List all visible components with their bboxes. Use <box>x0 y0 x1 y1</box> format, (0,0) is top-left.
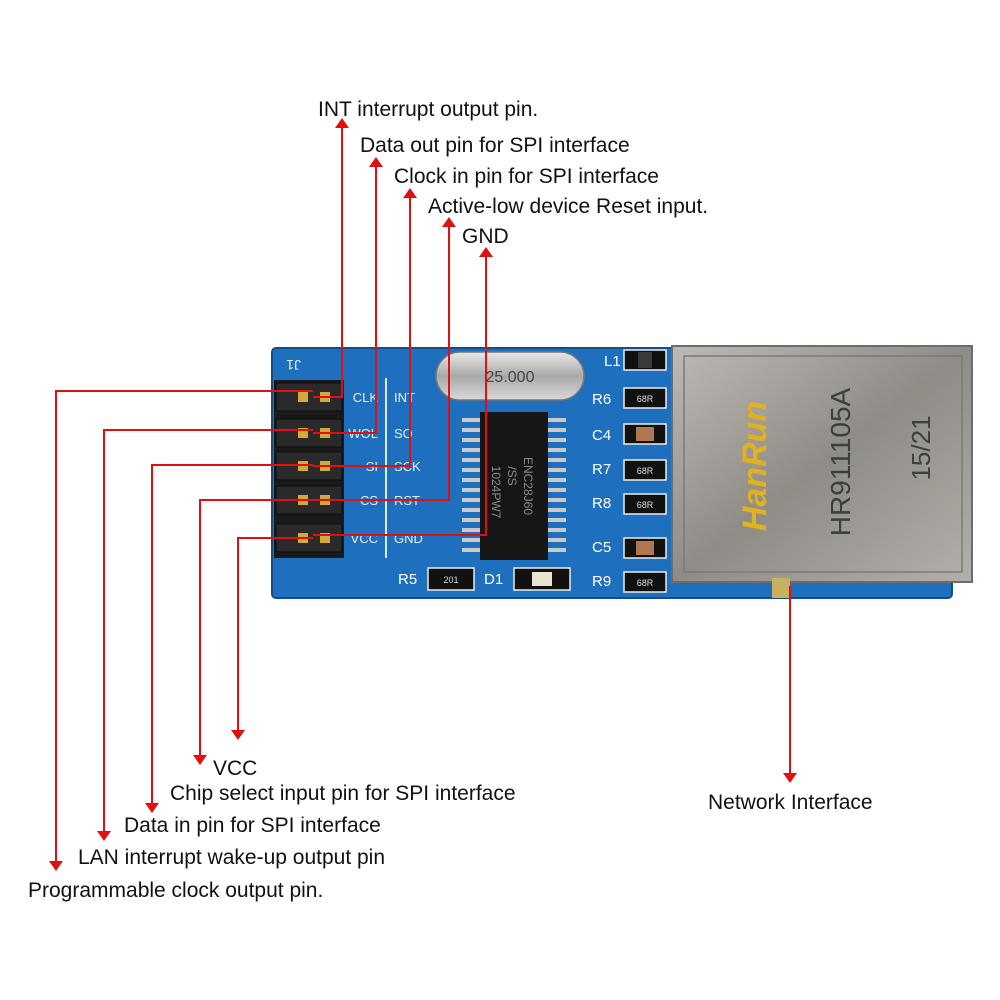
chip-pin <box>546 418 566 422</box>
callouts-bottom <box>49 390 797 871</box>
chip-pin <box>462 498 482 502</box>
rj45-jack: HanRun HR911105A 15/21 <box>671 345 973 598</box>
crystal-text: 25.000 <box>486 369 535 386</box>
label-gnd-pin: GND <box>462 225 509 248</box>
callout-sck <box>313 188 417 467</box>
chip-pin <box>546 478 566 482</box>
chip-pin <box>462 528 482 532</box>
resistor-code: 68R <box>637 500 654 510</box>
resistor-code: 68R <box>637 394 654 404</box>
chip-pin <box>462 438 482 442</box>
label-clk-pin: Programmable clock output pin. <box>28 879 324 902</box>
chip-pin <box>546 498 566 502</box>
resistor-r9: 68R <box>623 571 667 593</box>
smd-components: 68R 68R 68R 68R <box>427 349 667 593</box>
label-d1: D1 <box>484 571 503 588</box>
label-r8: R8 <box>592 495 611 512</box>
chip-pin <box>462 428 482 432</box>
callout-vcc <box>231 537 313 740</box>
header-pin <box>298 428 308 438</box>
component-labels: L1 R6 C4 R7 R8 C5 R9 R5 D1 <box>398 353 621 590</box>
chip-pin <box>462 448 482 452</box>
label-r6: R6 <box>592 391 611 408</box>
enc28j60-chip: ENC28J60 /SS 1024PW7 <box>462 412 566 560</box>
callout-so <box>313 157 383 434</box>
jack-brand: HanRun <box>736 401 774 531</box>
chip-pin <box>546 468 566 472</box>
resistor-r5: 201 <box>427 567 475 591</box>
led-d1 <box>513 567 571 591</box>
resistor-r8: 68R <box>623 493 667 515</box>
chip-pin <box>462 458 482 462</box>
chip-pin <box>546 428 566 432</box>
chip-text-1: ENC28J60 <box>521 457 535 515</box>
resistor-code: 68R <box>637 466 654 476</box>
header-pin <box>298 392 308 402</box>
chip-pin <box>462 468 482 472</box>
chip-pin <box>462 478 482 482</box>
chip-pin <box>546 538 566 542</box>
chip-pin <box>546 548 566 552</box>
chip-pin <box>462 518 482 522</box>
chip-pin <box>462 508 482 512</box>
callout-rst <box>313 217 456 501</box>
chip-pin <box>462 548 482 552</box>
label-r7: R7 <box>592 461 611 478</box>
callouts-top <box>313 118 493 536</box>
label-c5: C5 <box>592 539 611 556</box>
label-c4: C4 <box>592 427 611 444</box>
label-r5: R5 <box>398 571 417 588</box>
silk-label-clk: CLK <box>353 390 379 405</box>
pin-header <box>274 380 344 558</box>
crystal-oscillator: 25.000 <box>435 351 585 401</box>
silk-label-int: INT <box>394 390 415 405</box>
chip-text-2: /SS <box>505 466 519 485</box>
jack-date: 15/21 <box>906 415 936 480</box>
callout-cs <box>193 499 313 765</box>
chip-pin <box>546 528 566 532</box>
resistor-r7: 68R <box>623 459 667 481</box>
silk-label-so: SO <box>394 426 413 441</box>
callout-clk <box>49 390 313 871</box>
callout-wol <box>97 429 313 841</box>
label-int-pin: INT interrupt output pin. <box>318 98 539 121</box>
label-vcc-pin: VCC <box>213 757 258 780</box>
label-rst-pin: Active-low device Reset input. <box>428 195 709 218</box>
header-name: J1 <box>286 357 301 373</box>
chip-pin <box>546 448 566 452</box>
chip-pin <box>546 458 566 462</box>
chip-pin <box>462 488 482 492</box>
callout-int <box>313 118 349 398</box>
chip-pin <box>462 418 482 422</box>
label-sck-pin: Clock in pin for SPI interface <box>394 165 659 188</box>
callout-si <box>145 464 313 813</box>
chip-pin <box>546 518 566 522</box>
header-pin <box>320 533 330 543</box>
label-network-interface: Network Interface <box>708 791 873 814</box>
capacitor-c5 <box>623 537 667 559</box>
capacitor-c4 <box>623 423 667 445</box>
label-cs-pin: Chip select input pin for SPI interface <box>170 782 516 805</box>
silk-label-vcc: VCC <box>351 531 378 546</box>
callout-gnd <box>313 247 493 536</box>
chip-pin <box>546 488 566 492</box>
label-wol-pin: LAN interrupt wake-up output pin <box>78 846 386 869</box>
chip-pin <box>462 538 482 542</box>
label-r9: R9 <box>592 573 611 590</box>
resistor-code: 68R <box>637 578 654 588</box>
resistor-code: 201 <box>443 575 458 585</box>
jack-model: HR911105A <box>825 387 856 536</box>
silk-label-gnd: GND <box>394 531 423 546</box>
chip-pin <box>546 508 566 512</box>
chip-text-3: 1024PW7 <box>489 466 503 519</box>
chip-pin <box>546 438 566 442</box>
resistor-r6: 68R <box>623 387 667 409</box>
label-so-pin: Data out pin for SPI interface <box>360 134 630 157</box>
label-si-pin: Data in pin for SPI interface <box>124 814 381 837</box>
label-l1: L1 <box>604 353 621 370</box>
